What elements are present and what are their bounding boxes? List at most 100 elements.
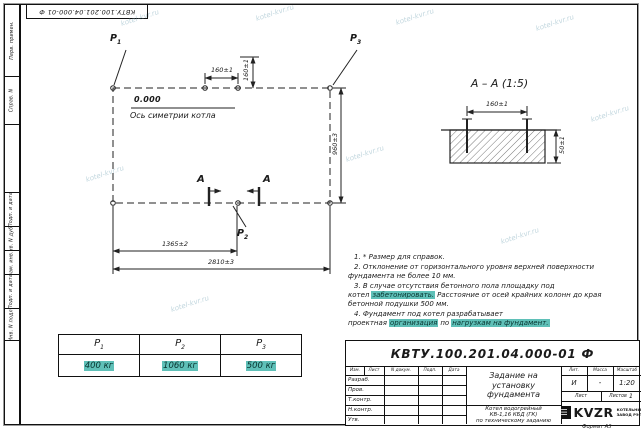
strip-cell-vzam-inv: Взам. инв. N xyxy=(5,251,19,275)
p-subscript: 3 xyxy=(262,344,266,351)
tb-line xyxy=(364,366,365,375)
p-subscript: 1 xyxy=(100,344,104,351)
kvzr-logo-subtitle: КОТЕЛЬНЫЙ ЗАВОД РЭП xyxy=(616,407,641,417)
tb-header-data: Дата xyxy=(448,368,460,373)
tb-row-tkontr: Т.контр. xyxy=(348,397,372,403)
tb-scale-value: 1:20 xyxy=(619,379,635,387)
p1-subscript: 1 xyxy=(116,38,122,46)
strip-cell-podp-data-2: Подп. и дата xyxy=(5,275,19,309)
load-value-p2: 1060 кг xyxy=(139,354,221,377)
dim-label-960: 960±3 xyxy=(331,133,339,155)
tb-scale-label: Масштаб xyxy=(616,368,638,373)
drawing-title: Задание на установку фундамента xyxy=(466,366,561,405)
tb-row-razrab: Разраб. xyxy=(348,377,370,383)
p-symbol: P xyxy=(256,338,263,349)
product-line: по техническому заданию xyxy=(476,417,551,424)
format-label: Формат А3 xyxy=(582,424,612,430)
note-2: 2. Отклонение от горизонтального уровня … xyxy=(348,263,595,280)
strip-cell-sprav-n: Справ. N xyxy=(5,77,19,125)
title-line: установку xyxy=(491,380,536,390)
top-stamp-text: КВТУ.100.201.04.000-01 Ф xyxy=(38,7,136,16)
plan-load-label-p2: P2 xyxy=(237,228,248,241)
plan-load-label-p1: P1 xyxy=(110,33,121,46)
tb-line xyxy=(346,405,466,406)
section-letter-left: А xyxy=(197,174,205,185)
p3-symbol: P xyxy=(350,33,357,44)
kvzr-logo-subtitle-line: ЗАВОД РЭП xyxy=(616,411,641,417)
tb-header-podp: Подп. xyxy=(423,368,437,373)
tb-line xyxy=(346,375,466,376)
tb-sheet-label: Лист xyxy=(574,393,588,399)
notes-block: 1. * Размер для справок. 2. Отклонение о… xyxy=(348,253,634,329)
doc-number: КВТУ.100.201.04.000-01 Ф xyxy=(346,341,639,367)
dim-label-2810: 2810±3 xyxy=(207,258,235,266)
tb-header-izm: Изм. xyxy=(349,368,361,373)
tb-line xyxy=(346,385,466,386)
tb-line xyxy=(613,366,614,391)
tb-mass-label: Масса xyxy=(593,368,607,373)
p-symbol: P xyxy=(94,338,101,349)
plan-boiler-outline xyxy=(112,87,331,204)
note-1: 1. * Размер для справок. xyxy=(354,253,445,261)
tb-lit-label: Лит. xyxy=(569,368,579,373)
tb-sheets-label: Листов xyxy=(608,393,627,399)
tb-header-list: Лист xyxy=(368,368,380,373)
kvzr-logo-name: KVZR xyxy=(573,405,614,420)
tb-line xyxy=(466,405,561,406)
strip-label: Перв. примен. xyxy=(9,21,15,60)
tb-line xyxy=(561,366,562,424)
strip-label: Подп. и дата xyxy=(9,193,15,227)
tb-row-prov: Пров. xyxy=(348,387,364,393)
strip-label: Подп. и дата xyxy=(9,275,15,309)
product-name: Котел водогрейный КВ-1,16 КБД (ГК) по те… xyxy=(466,405,561,424)
leader-lines xyxy=(113,49,358,228)
title-line: фундамента xyxy=(487,390,540,400)
title-line: Задание на xyxy=(489,371,538,381)
load-header-p3: P3 xyxy=(220,334,302,355)
strip-cell-empty xyxy=(5,125,19,193)
dim-offset-160 xyxy=(240,56,259,89)
tb-header-ndokum: N докум. xyxy=(391,368,411,373)
strip-label: Взам. инв. N xyxy=(9,251,15,275)
tb-mass-value: - xyxy=(598,379,602,387)
strip-cell-perv-primen: Перв. примен. xyxy=(5,5,19,77)
p2-symbol: P xyxy=(237,228,244,239)
load-value-text: 1060 кг xyxy=(162,360,198,371)
load-table: P1 P2 P3 400 кг 1060 кг 500 кг xyxy=(58,334,302,377)
section-letter-right: А xyxy=(263,174,271,185)
note-4-highlight-2: нагрузкам на фундамент. xyxy=(451,319,550,327)
note-4-text: 4. Фундамент под котел разрабатывает про… xyxy=(348,310,503,327)
dim-inner-1365 xyxy=(112,206,238,274)
tb-line xyxy=(561,401,641,402)
note-4-text-2: по xyxy=(440,319,450,327)
strip-cell-inv-dubl: Инв. N дубл. xyxy=(5,227,19,251)
boiler-axis-label: Ось симетрии котла xyxy=(130,111,216,120)
note-4: 4. Фундамент под котел разрабатывает про… xyxy=(348,310,634,328)
foundation-hatch-block xyxy=(449,129,546,164)
level-mark: 0.000 xyxy=(134,95,161,104)
load-table-header-row: P1 P2 P3 xyxy=(58,334,302,355)
p3-subscript: 3 xyxy=(356,38,362,46)
top-stamp: КВТУ.100.201.04.000-01 Ф xyxy=(26,4,148,19)
load-value-p3: 500 кг xyxy=(220,354,302,377)
strip-label: Инв. N дубл. xyxy=(9,227,15,251)
tb-row-nkontr: Н.контр. xyxy=(348,407,373,413)
load-value-text: 500 кг xyxy=(245,360,277,371)
product-line: КВ-1,16 КБД (ГК) xyxy=(489,411,538,418)
tb-lit-value: И xyxy=(571,379,577,387)
strip-cell-podp-data-1: Подп. и дата xyxy=(5,193,19,227)
note-3-text: 3. В случае отсутствия бетонного пола пл… xyxy=(348,282,555,299)
kvzr-logo: ☰ KVZR КОТЕЛЬНЫЙ ЗАВОД РЭП xyxy=(561,401,641,424)
note-3: 3. В случае отсутствия бетонного пола пл… xyxy=(348,282,634,309)
section-view-linework xyxy=(441,106,561,164)
section-cut-marks xyxy=(207,187,261,206)
p1-symbol: P xyxy=(110,33,117,44)
tb-line xyxy=(466,366,467,424)
p-symbol: P xyxy=(175,338,182,349)
tb-line xyxy=(561,375,641,376)
tb-line xyxy=(346,415,466,416)
note-3-highlight: забетонировать. xyxy=(371,291,436,299)
tb-sheets-value: 1 xyxy=(628,392,634,400)
